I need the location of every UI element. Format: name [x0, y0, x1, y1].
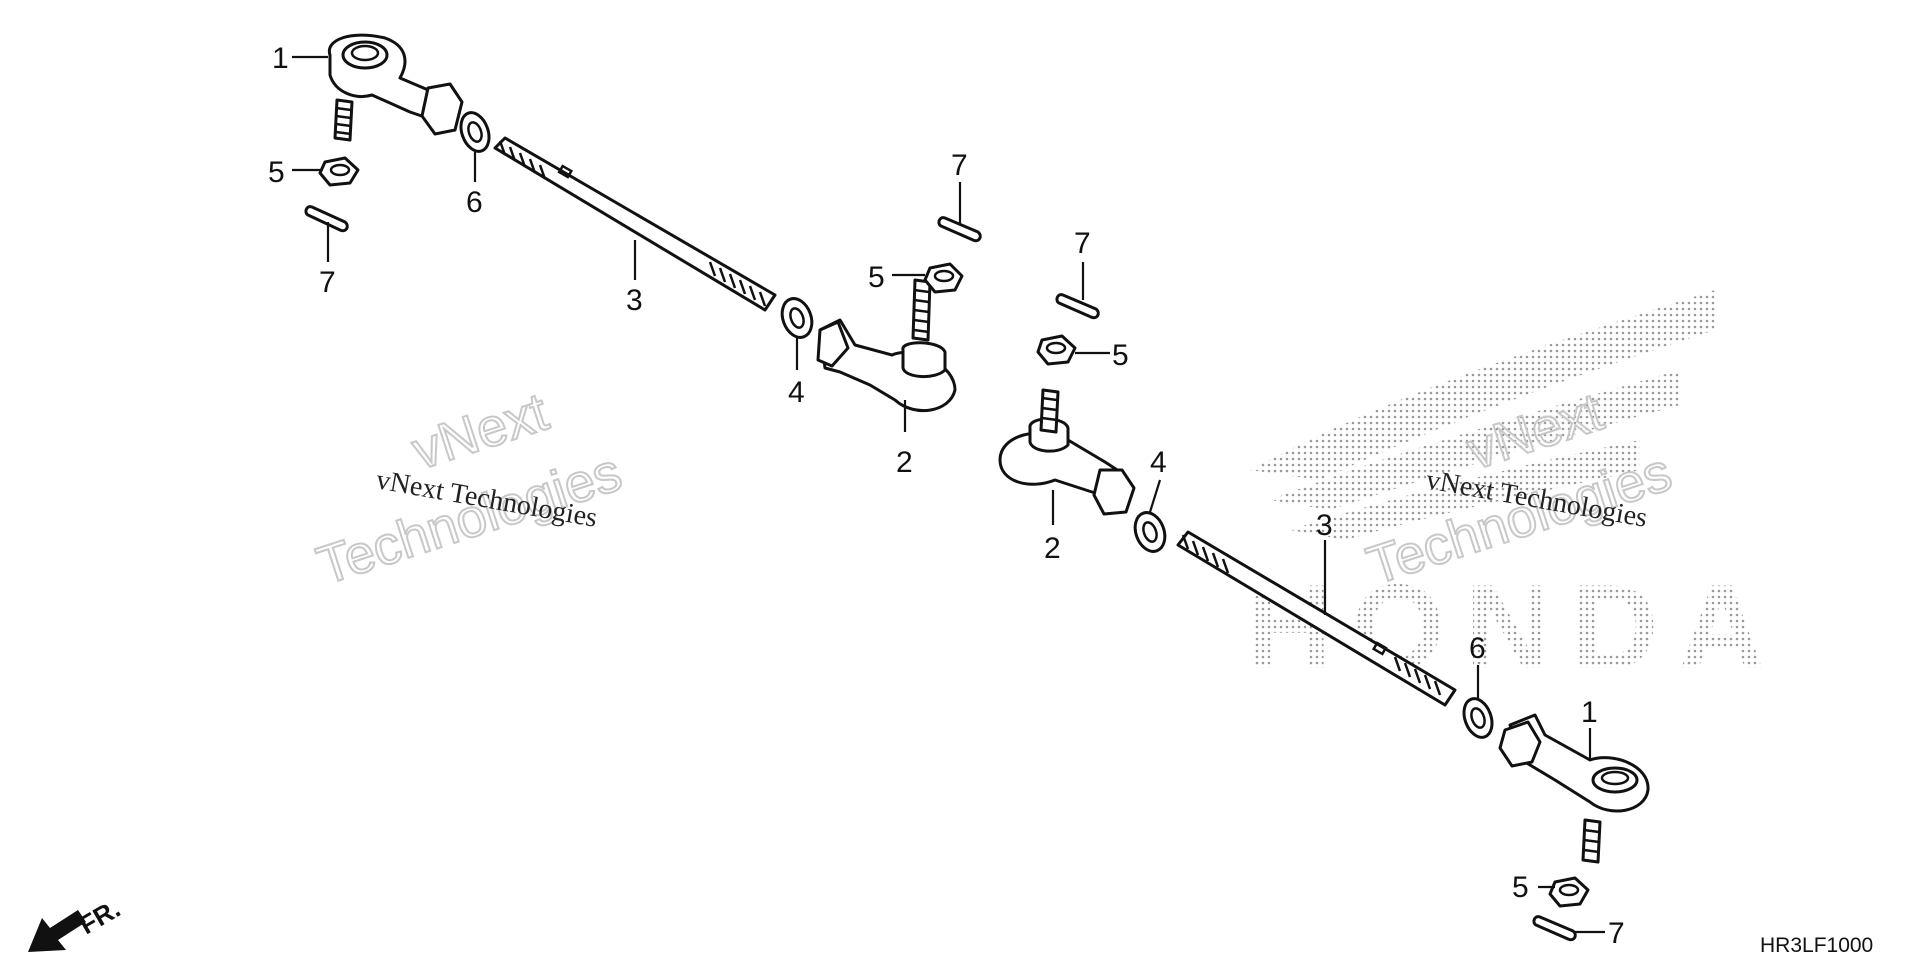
watermark-left: vNext Technologies vNext Technologies — [309, 381, 629, 598]
callout-2-right: 2 — [1044, 532, 1061, 565]
callout-1-left: 1 — [272, 42, 289, 75]
nut-4-left — [780, 297, 814, 339]
callout-5-center-upper: 5 — [868, 261, 885, 294]
castle-nut-5-center-lower — [1036, 334, 1077, 366]
callout-5-left-top: 5 — [268, 156, 285, 189]
castle-nut-5-right-bottom — [1548, 876, 1590, 908]
cotter-pin-7-center-upper — [937, 216, 982, 243]
callout-5-center-lower: 5 — [1112, 339, 1129, 372]
callout-1-right: 1 — [1581, 696, 1598, 729]
tie-rod-3-left — [493, 136, 777, 312]
callout-7-left-top: 7 — [319, 266, 336, 299]
callout-4-right: 4 — [1150, 446, 1167, 479]
diagram-code: HR3LF1000 — [1760, 934, 1873, 957]
callout-3-right: 3 — [1316, 509, 1333, 542]
callout-6-right: 6 — [1469, 632, 1486, 665]
callout-4-left: 4 — [788, 376, 805, 409]
castle-nut-5-left-top — [318, 156, 360, 187]
tie-rod-3-right — [1176, 530, 1457, 707]
callout-7-right-bottom: 7 — [1608, 917, 1625, 950]
front-direction-arrow: FR. — [28, 893, 125, 952]
washer-6-left — [459, 111, 491, 153]
honda-wing-logo: HONDA — [1245, 290, 1765, 694]
nut-4-right — [1133, 511, 1167, 553]
tie-rod-end-1-right — [1498, 713, 1650, 864]
callouts: 1 5 7 6 3 4 2 7 5 7 5 2 4 3 6 1 5 7 — [268, 42, 1625, 950]
front-label: FR. — [74, 893, 125, 940]
leader-lines — [292, 55, 1605, 934]
tie-rod-end-2-right — [998, 388, 1136, 516]
callout-5-right-bottom: 5 — [1512, 871, 1529, 904]
cotter-pin-7-left-top — [304, 205, 349, 233]
callout-7-center-lower: 7 — [1074, 227, 1091, 260]
cotter-pin-7-center-lower — [1055, 293, 1100, 320]
tie-rod-end-1-left — [327, 33, 464, 142]
castle-nut-5-center-upper — [923, 262, 964, 294]
cotter-pin-7-right-bottom — [1532, 915, 1577, 942]
callout-6-left: 6 — [466, 186, 483, 219]
washer-6-right — [1462, 697, 1494, 739]
callout-2-left: 2 — [896, 446, 913, 479]
tie-rod-end-2-left — [816, 278, 957, 413]
callout-3-left: 3 — [626, 284, 643, 317]
callout-7-center-upper: 7 — [951, 149, 968, 182]
